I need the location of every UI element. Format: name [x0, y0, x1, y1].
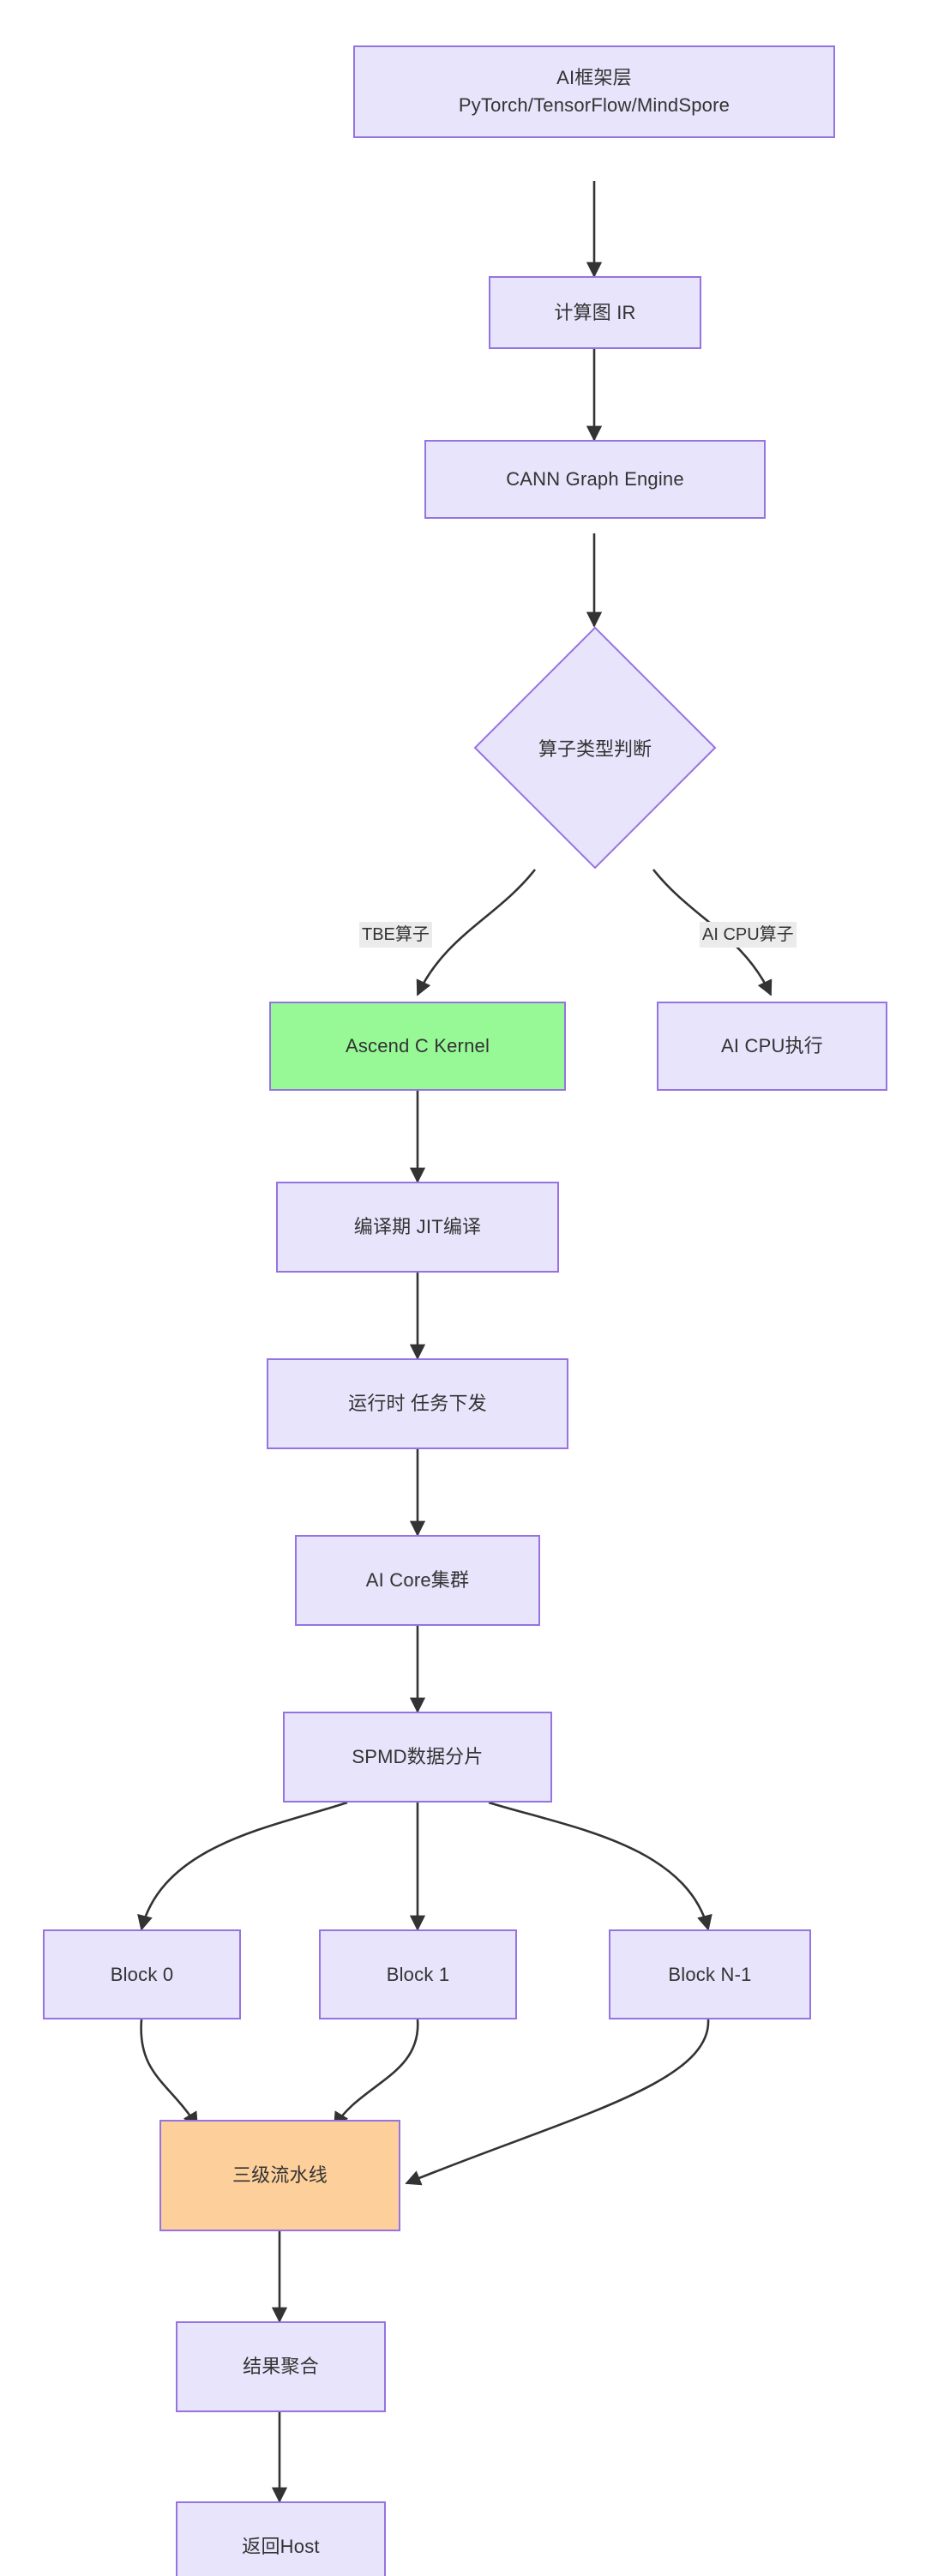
edge-blockn-pipeline: [405, 2019, 710, 2186]
node-block-n-1[interactable]: Block N-1: [609, 1929, 811, 2019]
edge-spmd-blockn: [488, 1801, 713, 1931]
node-three-stage-pipeline[interactable]: 三级流水线: [159, 2120, 400, 2231]
node-cann-graph-engine[interactable]: CANN Graph Engine: [424, 440, 766, 519]
node-block-1[interactable]: Block 1: [319, 1929, 517, 2019]
node-operator-type-decision-label: 算子类型判断: [538, 738, 652, 760]
node-framework[interactable]: AI框架层 PyTorch/TensorFlow/MindSpore: [353, 45, 835, 138]
node-graph-ir[interactable]: 计算图 IR: [489, 276, 701, 349]
edge-label-aicpu-operator: AI CPU算子: [700, 922, 797, 948]
edge-block0-pipeline: [140, 2019, 199, 2128]
node-result-aggregate[interactable]: 结果聚合: [176, 2321, 386, 2412]
node-runtime-dispatch[interactable]: 运行时 任务下发: [267, 1358, 568, 1449]
node-ai-core-cluster[interactable]: AI Core集群: [295, 1535, 540, 1626]
node-aicpu-execute[interactable]: AI CPU执行: [657, 1002, 887, 1091]
node-return-host[interactable]: 返回Host: [176, 2501, 386, 2576]
edge-label-tbe-operator: TBE算子: [359, 922, 432, 948]
node-ascend-c-kernel[interactable]: Ascend C Kernel: [269, 1002, 566, 1091]
edge-decision-kernel: [416, 869, 537, 996]
edge-spmd-block0: [137, 1801, 348, 1931]
node-block-0[interactable]: Block 0: [43, 1929, 241, 2019]
edge-block1-pipeline: [333, 2019, 419, 2128]
node-spmd-sharding[interactable]: SPMD数据分片: [283, 1712, 552, 1803]
node-compile-jit[interactable]: 编译期 JIT编译: [276, 1182, 559, 1273]
